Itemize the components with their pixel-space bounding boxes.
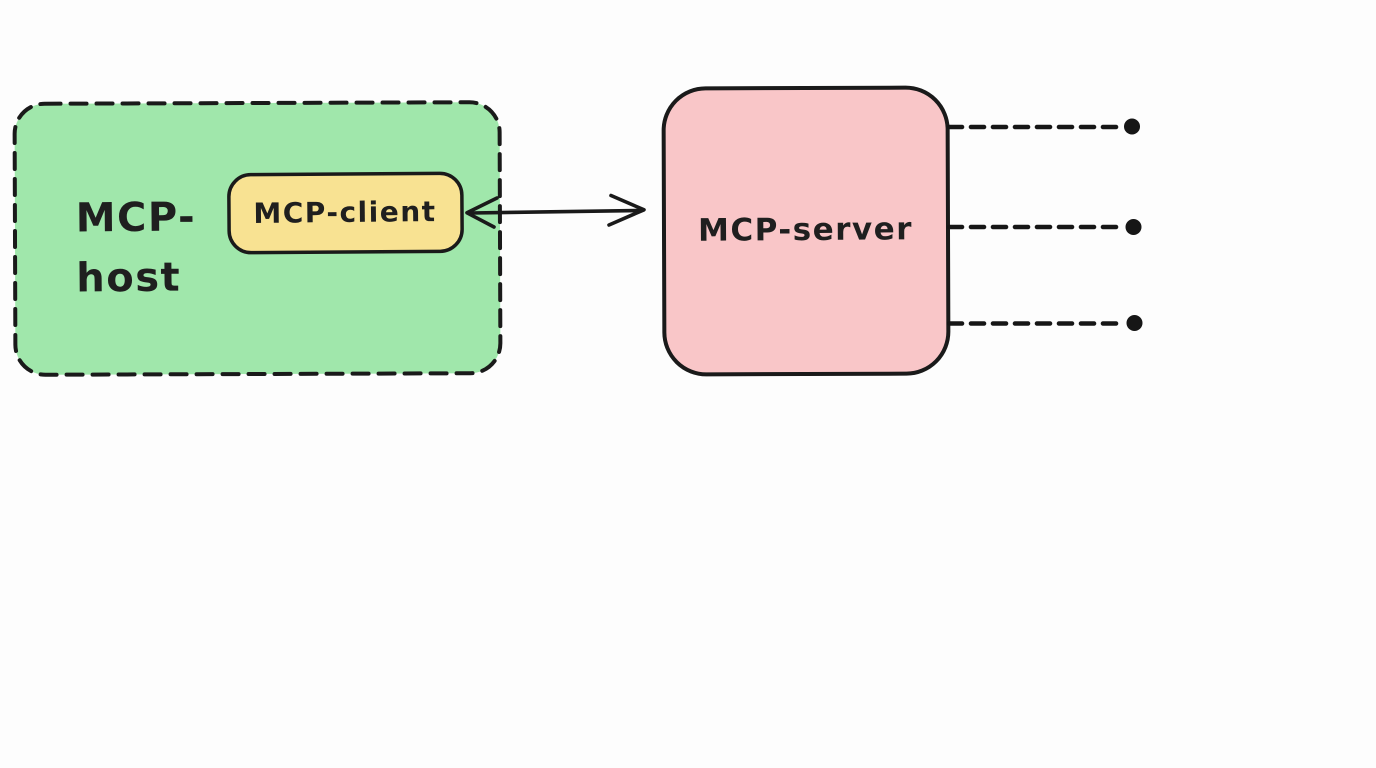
mcp-host-label: MCP- host (75, 194, 197, 302)
endpoint-dot-bottom (1126, 315, 1143, 331)
arrow-shaft (469, 208, 640, 215)
mcp-server-box (661, 85, 951, 377)
mcp-client-box (227, 171, 464, 255)
mcp-server-label: MCP-server (697, 211, 914, 249)
endpoint-dot-top (1124, 118, 1140, 135)
arrow-head-right (607, 193, 646, 227)
bidirectional-arrow-icon (465, 193, 646, 229)
server-endpoint-connectors (946, 124, 1126, 326)
server-endpoint-dots (1124, 118, 1143, 331)
endpoint-dot-middle (1125, 219, 1142, 235)
mcp-client-label: MCP-client (253, 194, 437, 230)
arrow-head-left (465, 196, 499, 229)
